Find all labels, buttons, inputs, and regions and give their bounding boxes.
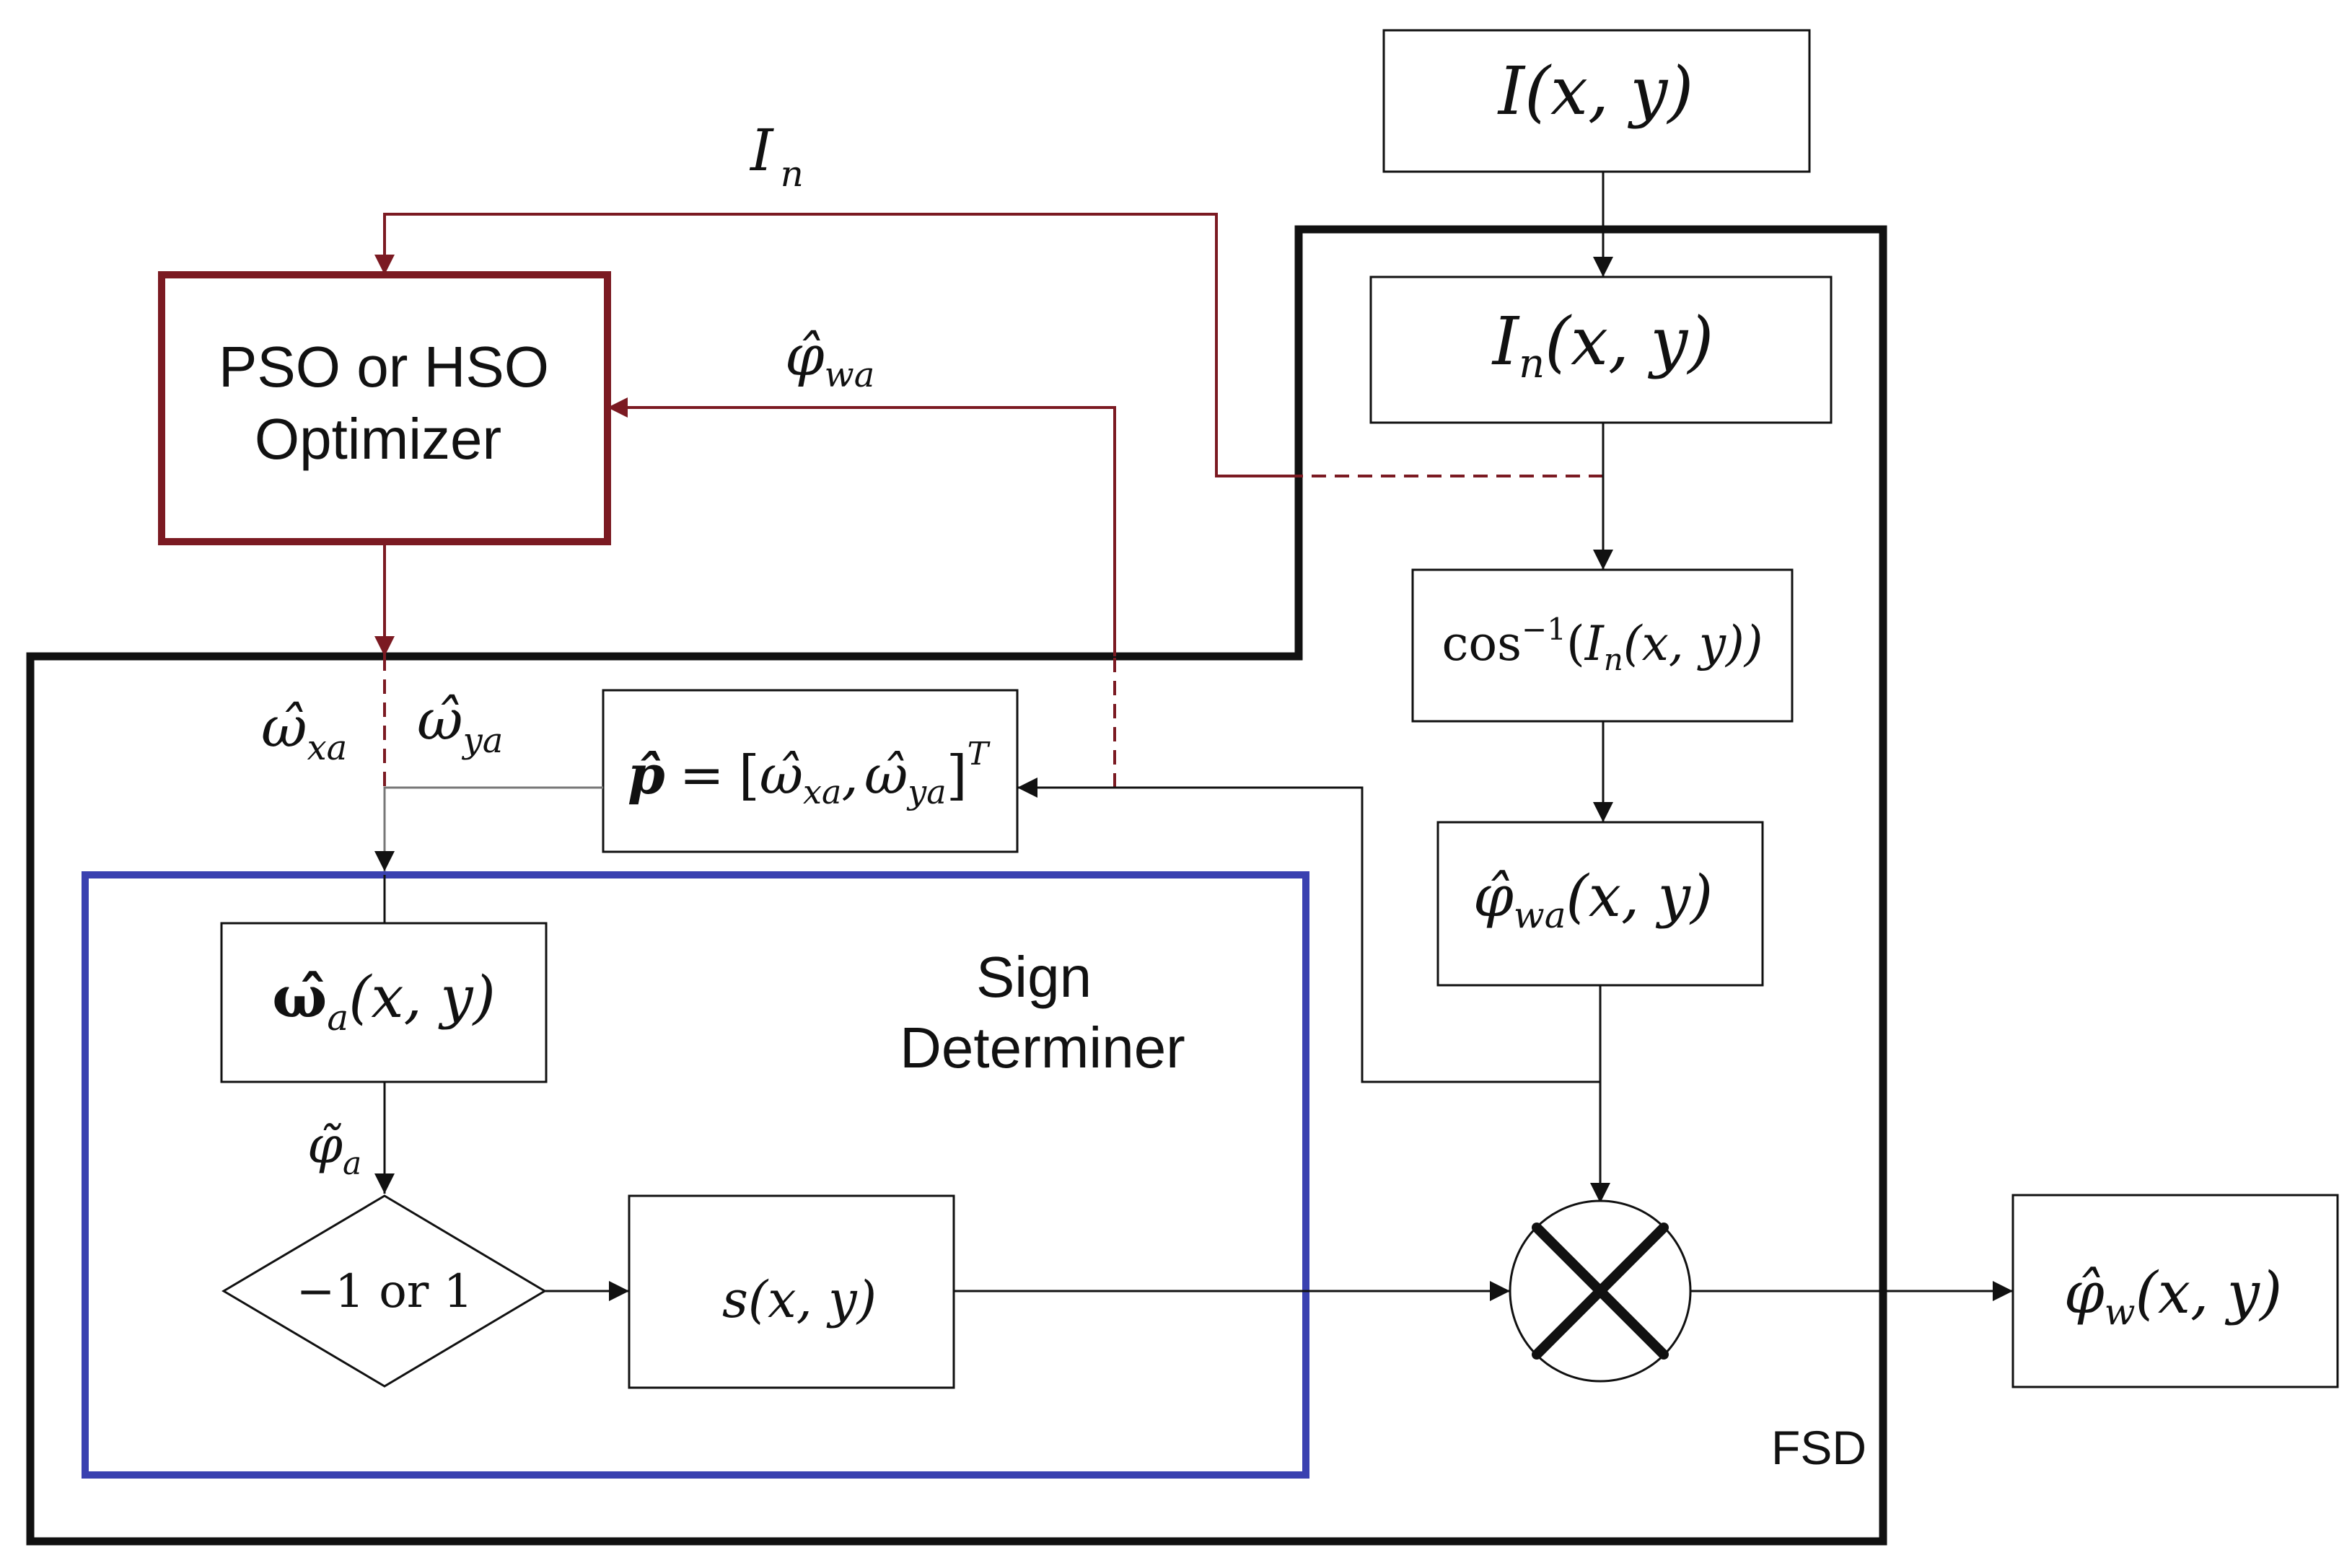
sign-determiner-label-line2: Determiner	[900, 1016, 1185, 1080]
omega-a-box	[220, 922, 548, 1083]
omega-a-label: ω̂a(x, y)	[272, 963, 496, 1039]
optimizer-box	[158, 271, 611, 545]
edge-phi-to-pvector	[1017, 778, 1600, 1083]
phi-wa-label: φ̂wa(x, y)	[1473, 863, 1713, 936]
fsd-label: FSD	[1771, 1421, 1866, 1474]
sign-determiner-label-line1: Sign	[976, 945, 1092, 1009]
input-image-label: I(x, y)	[1497, 53, 1693, 130]
sign-decision-diamond	[221, 1194, 547, 1388]
sign-determiner-boundary	[82, 871, 1309, 1479]
sign-map-box	[628, 1194, 955, 1389]
output-phase-box	[2011, 1194, 2339, 1388]
arccos-box	[1411, 568, 1794, 723]
output-phase-label: φ̂w(x, y)	[2064, 1259, 2282, 1333]
edge-label-phi-wa: φ̂wa	[785, 324, 874, 395]
edge-label-phi-tilde-a: φ̃a	[307, 1116, 361, 1182]
edge-pvector-to-omega	[374, 786, 603, 871]
in-feedback-line	[374, 213, 1299, 477]
edge-label-omega-ya: ω̂ya	[417, 688, 503, 761]
p-vector-label: p̂=[ω̂xa,ω̂ya]T	[628, 736, 991, 811]
optimizer-label-line2: Optimizer	[255, 407, 501, 471]
input-image-box	[1382, 29, 1811, 173]
optimizer-label-line1: PSO or HSO	[219, 335, 549, 399]
sign-map-label: s(x, y)	[722, 1270, 877, 1329]
phi-wa-box	[1436, 821, 1764, 987]
arccos-label: cos−1(In(x, y))	[1442, 612, 1763, 677]
normalized-image-box	[1369, 276, 1833, 424]
phi-feedback-line	[607, 397, 1116, 656]
p-vector-box	[602, 689, 1019, 853]
multiplier-node	[1509, 1199, 1692, 1383]
fsd-boundary	[26, 225, 1887, 1546]
normalized-image-label: In(x, y)	[1491, 303, 1714, 387]
sign-decision-label: −1 or 1	[297, 1265, 473, 1318]
edge-label-omega-xa: ω̂xa	[261, 695, 347, 768]
